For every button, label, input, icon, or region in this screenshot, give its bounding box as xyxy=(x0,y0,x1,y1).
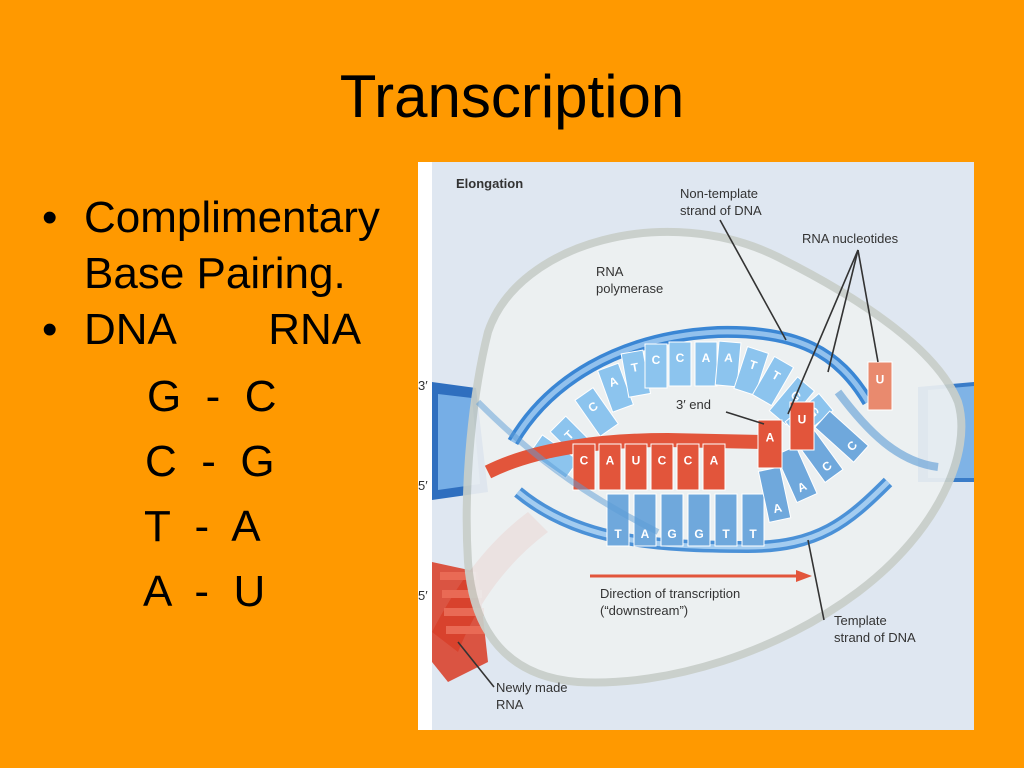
incoming-nucleotide: A xyxy=(757,419,783,469)
base-letter: U xyxy=(632,454,641,468)
base-letter: A xyxy=(606,454,615,468)
base-tab: A xyxy=(597,362,635,413)
base-tab: T xyxy=(751,355,795,407)
base-tab: C xyxy=(668,341,692,387)
slide-title: Transcription xyxy=(339,63,685,130)
base-letter: T xyxy=(749,527,757,541)
direction-arrow xyxy=(590,570,812,582)
label-5-prime-b: 5′ xyxy=(418,588,428,603)
base-letter: T xyxy=(614,527,622,541)
base-tab: C xyxy=(574,386,619,438)
base-tab: A xyxy=(714,340,742,388)
base-letter: U xyxy=(798,413,807,427)
base-letter: G xyxy=(667,527,676,541)
rna-base-tab: A xyxy=(702,443,726,491)
base-letter: A xyxy=(766,431,775,445)
base-tab: T xyxy=(733,345,770,396)
label-newly-made-2: RNA xyxy=(496,697,524,712)
template-base-tab: C xyxy=(814,410,870,463)
label-rna-polymerase-2: polymerase xyxy=(596,281,663,296)
base-letter: C xyxy=(580,454,589,468)
label-template-2: strand of DNA xyxy=(834,630,916,645)
rna-header: RNA xyxy=(268,305,362,354)
base-letter: C xyxy=(676,351,685,365)
label-newly-made: Newly made xyxy=(496,680,568,695)
base-letter: A xyxy=(772,500,784,516)
rna-base-tab: C xyxy=(650,443,674,491)
label-rna-nucleotides: RNA nucleotides xyxy=(802,231,899,246)
template-base-tab: G xyxy=(660,493,684,547)
base-letter: U xyxy=(876,373,885,387)
template-base-tab: A xyxy=(757,466,792,523)
incoming-nucleotide: U xyxy=(867,361,893,411)
label-3-prime: 3′ xyxy=(418,378,428,393)
dna-header: DNA xyxy=(84,305,177,354)
base-letter: A xyxy=(710,454,719,468)
base-letter: C xyxy=(684,454,693,468)
label-rna-polymerase: RNA xyxy=(596,264,624,279)
incoming-nucleotides: A U U xyxy=(757,361,893,469)
stage-label: Elongation xyxy=(456,176,523,191)
pointer-lines xyxy=(457,219,879,688)
base-letter: A xyxy=(702,351,711,365)
rna-base-tab: U xyxy=(624,443,648,491)
template-base-tab: A xyxy=(775,445,818,504)
label-template: Template xyxy=(834,613,887,628)
base-pair-row: G - C xyxy=(147,372,277,421)
base-tab: A xyxy=(694,341,718,387)
base-letter: A xyxy=(724,350,734,365)
label-direction-2: (“downstream”) xyxy=(600,603,688,618)
base-letter: C xyxy=(658,454,667,468)
base-letter: C xyxy=(652,353,661,367)
template-base-tab: T xyxy=(714,493,738,547)
label-5-prime-a: 5′ xyxy=(418,478,428,493)
label-non-template-2: strand of DNA xyxy=(680,203,762,218)
rna-base-tab: A xyxy=(598,443,622,491)
base-letter: A xyxy=(641,527,650,541)
bullet-complementary: • Complimentary Base Pairing. xyxy=(42,190,402,302)
base-letter: T xyxy=(630,360,640,375)
base-pair-row: A - U xyxy=(143,567,266,616)
incoming-nucleotide: U xyxy=(789,401,815,451)
template-base-tab: G xyxy=(687,493,711,547)
bullet-dot: • xyxy=(42,193,58,242)
label-direction: Direction of transcription xyxy=(600,586,740,601)
bullet-dna-rna: • DNA RNA xyxy=(42,302,402,358)
bullet-text: Complimentary Base Pairing. xyxy=(84,193,380,298)
rna-base-tab: C xyxy=(676,443,700,491)
bullet-list: • Complimentary Base Pairing. • DNA RNA … xyxy=(42,190,402,624)
template-base-tab: T xyxy=(741,493,765,547)
base-letter: G xyxy=(694,527,703,541)
label-three-prime-end: 3′ end xyxy=(676,397,711,412)
base-tab: C xyxy=(644,343,668,389)
base-pair-row: C - G xyxy=(145,437,275,486)
base-pair-list: G - C C - G T - A A - U xyxy=(42,364,402,624)
base-letter: T xyxy=(747,357,759,373)
rna-base-tab: C xyxy=(572,443,596,491)
bullet-dot: • xyxy=(42,305,58,354)
base-pair-row: T - A xyxy=(144,502,261,551)
template-base-tab: T xyxy=(606,493,630,547)
label-non-template: Non-template xyxy=(680,186,758,201)
base-letter: T xyxy=(722,527,730,541)
